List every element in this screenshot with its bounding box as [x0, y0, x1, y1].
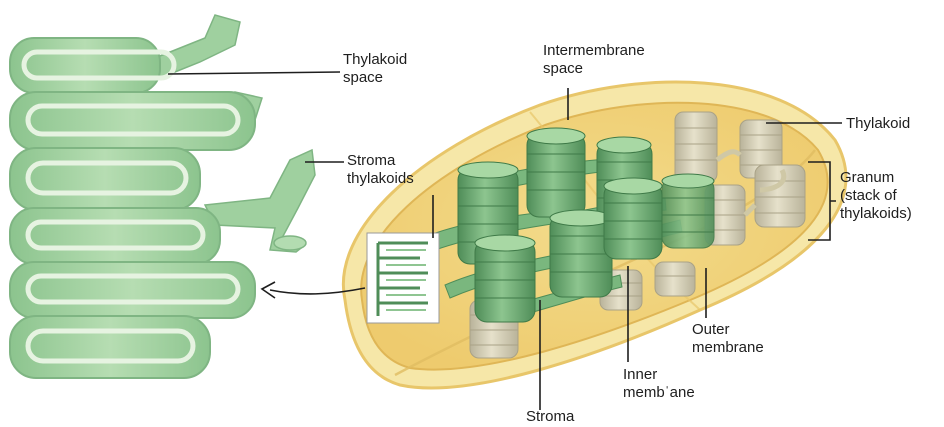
- leader-thylakoid-space: [168, 72, 340, 74]
- label-stroma-thylakoids: Stroma thylakoids: [347, 152, 414, 188]
- label-thylakoid: Thylakoid: [846, 115, 910, 133]
- chloroplast-body: [343, 82, 846, 388]
- label-outer-membrane: Outer membrane: [692, 321, 764, 357]
- inset-thylakoid-schematic: [367, 233, 439, 323]
- label-granum: Granum (stack of thylakoids): [840, 169, 912, 223]
- label-stroma: Stroma: [526, 408, 574, 426]
- label-intermembrane-space: Intermembrane space: [543, 42, 645, 78]
- label-thylakoid-space: Thylakoid space: [343, 51, 407, 87]
- enlarged-thylakoid-system: [10, 15, 315, 378]
- label-inner-membrane: Inner membˈane: [623, 366, 695, 402]
